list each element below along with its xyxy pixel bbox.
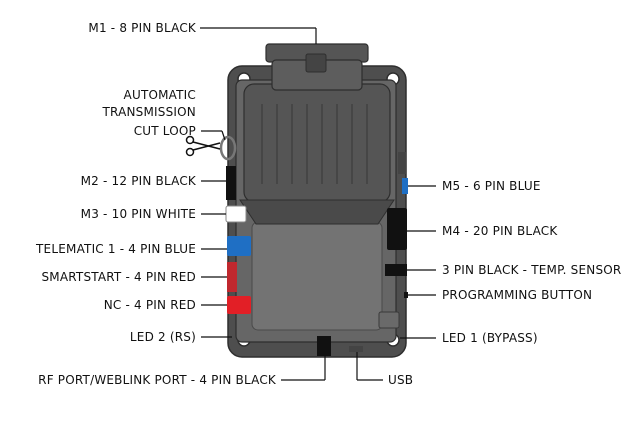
- nc-connector: [227, 296, 251, 314]
- label-m4: M4 - 20 PIN BLACK: [442, 224, 558, 238]
- cut-loop-wire: [219, 135, 237, 161]
- smartstart-connector: [227, 262, 237, 292]
- label-temp-sensor: 3 PIN BLACK - TEMP. SENSOR: [442, 263, 621, 277]
- m3-connector: [225, 205, 247, 223]
- label-nc: NC - 4 PIN RED: [104, 298, 196, 312]
- module-body: [227, 65, 407, 358]
- label-usb: USB: [388, 373, 413, 387]
- side-latch: [398, 152, 406, 174]
- temp-sensor-connector: [385, 264, 407, 276]
- m2-connector: [226, 166, 236, 200]
- usb-port: [349, 346, 363, 352]
- m1-connector: [265, 43, 369, 91]
- telematic-connector: [227, 236, 251, 256]
- leader-lines: [200, 27, 436, 381]
- label-programming: PROGRAMMING BUTTON: [442, 288, 592, 302]
- label-m3: M3 - 10 PIN WHITE: [81, 207, 196, 221]
- label-rf-port: RF PORT/WEBLINK PORT - 4 PIN BLACK: [38, 373, 277, 387]
- programming-button: [404, 292, 408, 298]
- label-atc-line3: CUT LOOP: [134, 124, 196, 138]
- label-smartstart: SMARTSTART - 4 PIN RED: [41, 270, 196, 284]
- label-led1: LED 1 (BYPASS): [442, 331, 538, 345]
- label-m5: M5 - 6 PIN BLUE: [442, 179, 541, 193]
- m5-connector: [402, 178, 408, 194]
- label-m1: M1 - 8 PIN BLACK: [88, 21, 197, 35]
- label-atc-line2: TRANSMISSION: [102, 105, 196, 119]
- scissors-icon: [185, 135, 221, 157]
- rf-port-connector: [317, 336, 331, 356]
- label-m2: M2 - 12 PIN BLACK: [81, 174, 197, 188]
- m4-connector: [387, 208, 407, 250]
- label-atc-line1: AUTOMATIC: [124, 88, 196, 102]
- label-led2: LED 2 (RS): [130, 330, 196, 344]
- label-telematic: TELEMATIC 1 - 4 PIN BLUE: [35, 242, 196, 256]
